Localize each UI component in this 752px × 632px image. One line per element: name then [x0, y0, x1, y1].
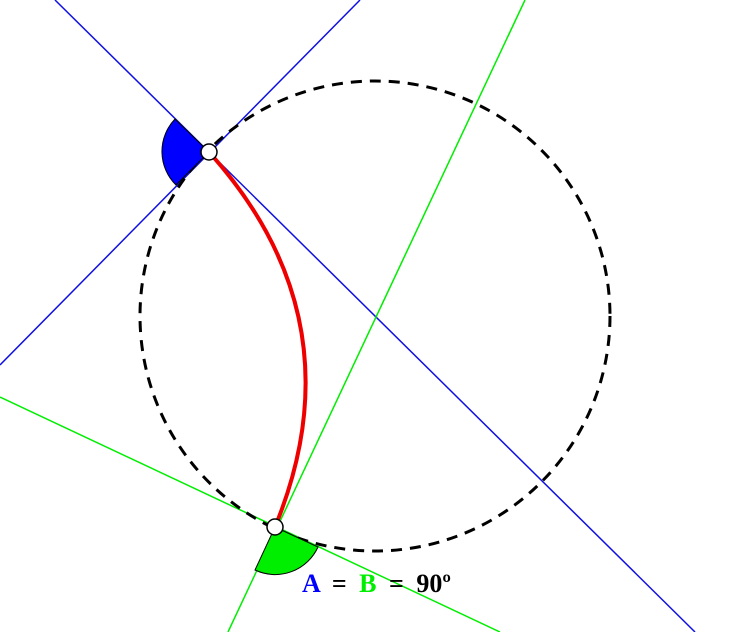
blue-line-2: [54, 0, 696, 632]
equals-sign-2: =: [389, 569, 404, 598]
angle-value: 90º: [416, 569, 451, 598]
dashed-circle: [138, 79, 612, 553]
angle-a-sector: [161, 118, 210, 186]
angle-caption: A = B = 90º: [302, 569, 451, 598]
angle-b-sector: [254, 526, 319, 576]
point-b[interactable]: [266, 518, 284, 536]
point-a[interactable]: [200, 143, 218, 161]
red-arc: [207, 150, 308, 528]
equals-sign-1: =: [332, 569, 347, 598]
angle-a-label: A: [302, 569, 321, 598]
angle-b-label: B: [359, 569, 376, 598]
